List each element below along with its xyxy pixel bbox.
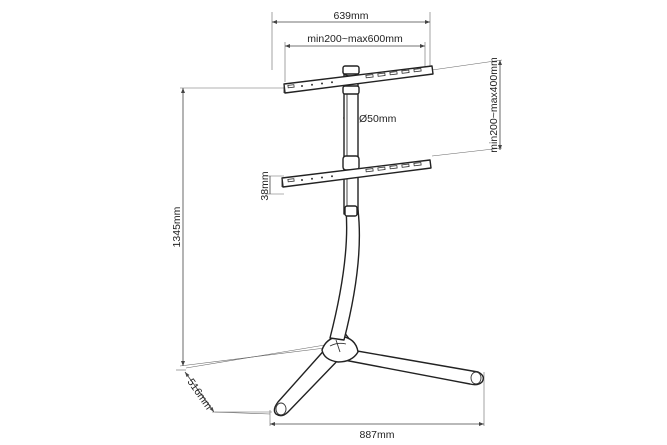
right-base-leg — [339, 347, 485, 386]
dimension-lines — [181, 20, 502, 426]
base-width-label: 887mm — [359, 429, 394, 441]
pole-joint — [344, 205, 358, 217]
lower-mounting-bracket — [281, 159, 432, 188]
tv-stand — [273, 65, 485, 417]
extension-lines — [176, 12, 503, 426]
vertical-range-label: min200~max400mm — [488, 57, 500, 153]
curved-lower-pole — [329, 209, 361, 341]
lower-collar — [342, 155, 360, 171]
base-legs — [273, 329, 485, 417]
upper-mounting-bracket — [283, 65, 434, 94]
base-depth-label: 516mm — [185, 376, 215, 412]
vesa-range-label: min200~max600mm — [307, 33, 403, 45]
bracket-height-label: 38mm — [259, 171, 271, 200]
left-base-leg — [273, 345, 343, 417]
base-depth-dimension-line — [184, 371, 215, 413]
upper-pole — [343, 73, 359, 215]
overall-height-label: 1345mm — [171, 206, 183, 247]
pole-diameter-label: Ø50mm — [359, 113, 397, 125]
upper-collar — [342, 85, 360, 95]
bracket-length-label: 639mm — [333, 10, 368, 22]
